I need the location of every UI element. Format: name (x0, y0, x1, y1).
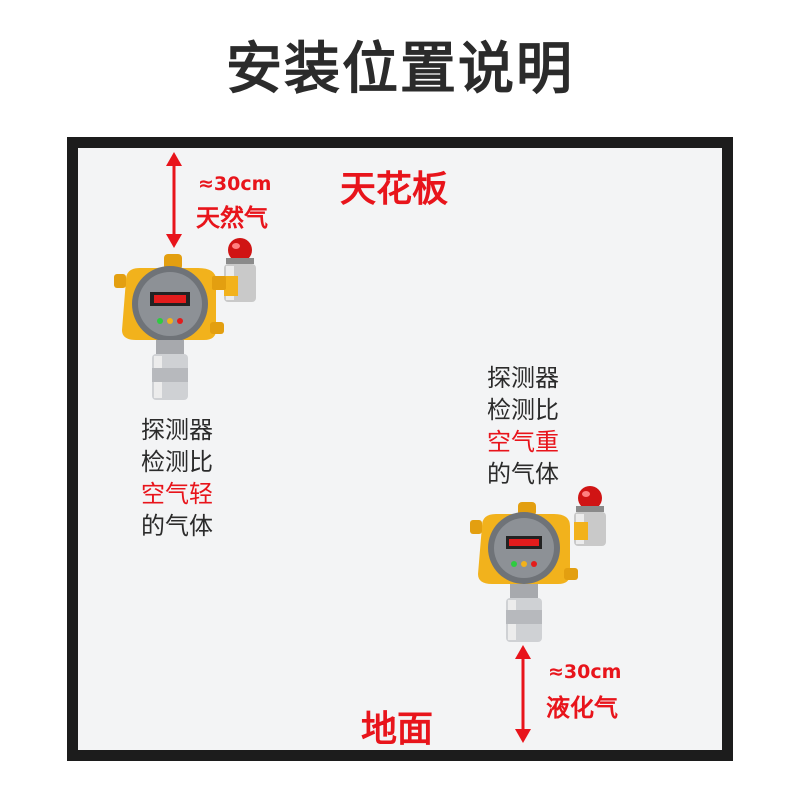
alarm-beacon-icon (574, 486, 606, 546)
natural-gas-name: 天然气 (196, 204, 268, 232)
natural-gas-distance: ≈30cm (198, 173, 272, 195)
natural-gas-description: 探测器 检测比 空气轻 的气体 (141, 414, 213, 542)
description-highlight: 空气重 (487, 428, 559, 456)
ceiling-distance-arrow-icon (166, 152, 182, 248)
floor-label: 地面 (361, 709, 434, 750)
description-line: 探测器 (487, 364, 559, 392)
description-line: 检测比 (487, 396, 559, 424)
description-highlight: 空气轻 (141, 480, 213, 508)
alarm-beacon-icon (224, 238, 256, 302)
description-line: 的气体 (141, 512, 213, 540)
description-line: 探测器 (141, 416, 213, 444)
lpg-distance: ≈30cm (548, 661, 622, 683)
gas-detector-icon (114, 238, 256, 400)
lpg-description: 探测器 检测比 空气重 的气体 (487, 362, 559, 490)
description-line: 检测比 (141, 448, 213, 476)
lpg-name: 液化气 (546, 694, 618, 722)
floor-distance-arrow-icon (515, 645, 531, 743)
description-line: 的气体 (487, 460, 559, 488)
gas-detector-icon (470, 486, 606, 642)
page-title: 安装位置说明 (226, 37, 574, 102)
ceiling-label: 天花板 (340, 169, 449, 210)
